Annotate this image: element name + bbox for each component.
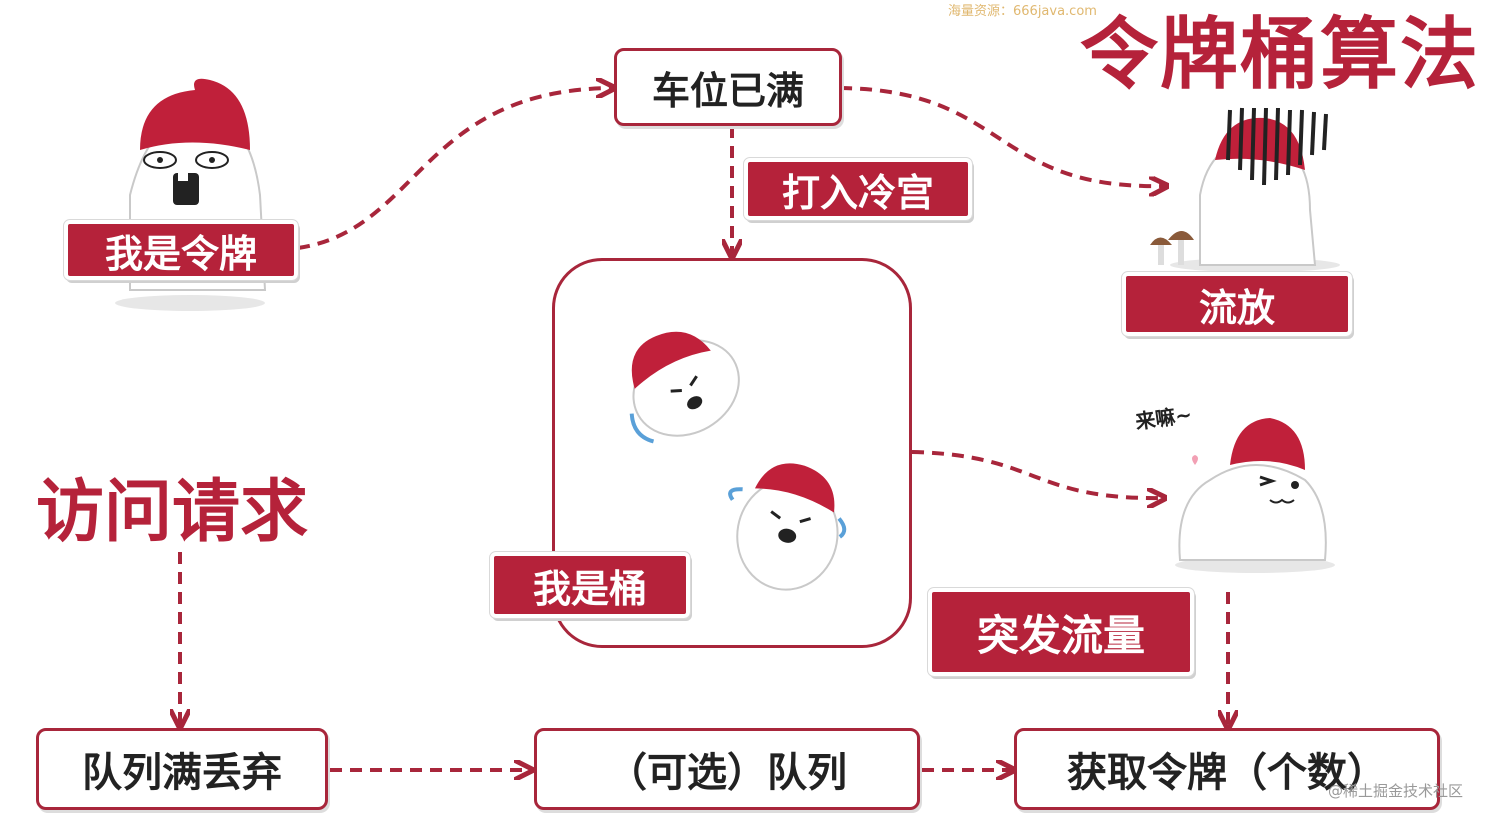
credit-text: @稀土掘金技术社区 xyxy=(1328,782,1464,800)
parking-full-box: 车位已满 xyxy=(614,48,842,126)
exile-mascot-illustration xyxy=(1150,107,1340,272)
watermark: 海量资源：666java.com xyxy=(948,4,1097,19)
get-token-box: 获取令牌（个数） xyxy=(1014,728,1440,810)
queue-full-drop-box: 队列满丢弃 xyxy=(36,728,328,810)
exile-label: 流放 xyxy=(1121,271,1353,337)
happy-mascot-illustration xyxy=(1175,418,1335,573)
token-label: 我是令牌 xyxy=(63,219,299,281)
access-request-label: 访问请求 xyxy=(36,473,309,552)
bucket-label: 我是桶 xyxy=(489,551,691,619)
burst-traffic-label: 突发流量 xyxy=(927,587,1195,677)
optional-queue-box: （可选）队列 xyxy=(534,728,920,810)
page-title: 令牌桶算法 xyxy=(1080,10,1481,100)
cold-palace-label: 打入冷宫 xyxy=(743,157,973,221)
crying-mascots-illustration xyxy=(629,331,847,591)
